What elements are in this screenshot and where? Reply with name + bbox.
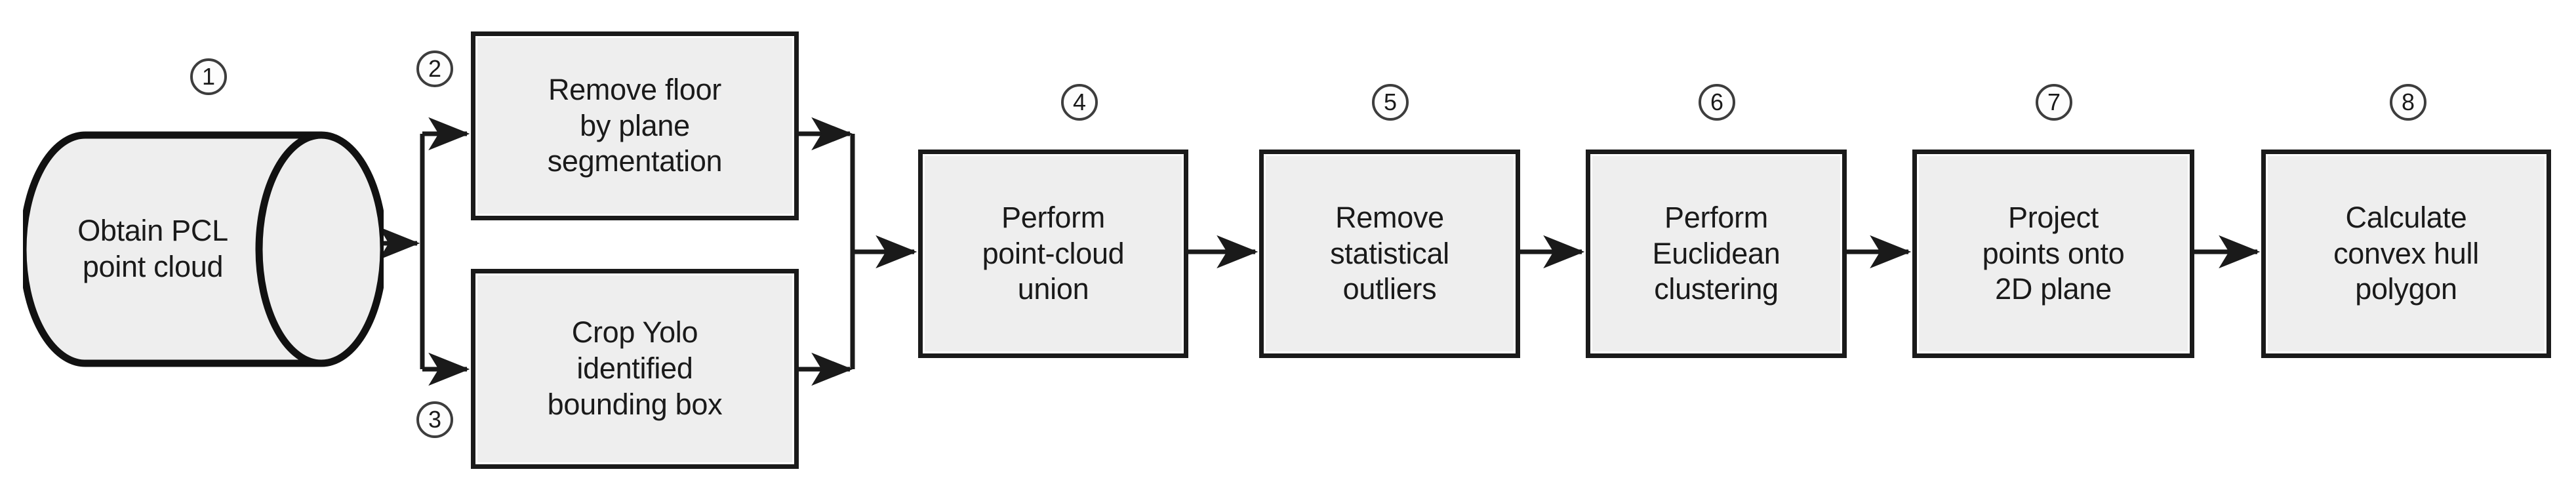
node-label: Obtain PCL point cloud bbox=[77, 214, 228, 283]
badge-number: 4 bbox=[1072, 89, 1087, 115]
badge-number: 6 bbox=[1710, 89, 1724, 115]
node-label: Project points onto 2D plane bbox=[1982, 200, 2125, 306]
node-perform-point-cloud-union[interactable]: Perform point-cloud union bbox=[918, 150, 1188, 358]
step-badge-3: 3 bbox=[416, 401, 453, 438]
node-label: Perform point-cloud union bbox=[982, 200, 1125, 306]
node-label: Remove statistical outliers bbox=[1330, 200, 1449, 306]
badge-number: 8 bbox=[2401, 89, 2415, 115]
step-badge-6: 6 bbox=[1699, 84, 1735, 121]
badge-number: 5 bbox=[1383, 89, 1398, 115]
node-calculate-convex-hull-polygon[interactable]: Calculate convex hull polygon bbox=[2261, 150, 2551, 358]
step-badge-5: 5 bbox=[1372, 84, 1409, 121]
node-label: Perform Euclidean clustering bbox=[1652, 200, 1781, 306]
node-label: Remove floor by plane segmentation bbox=[547, 72, 723, 178]
node-crop-yolo-identified-bounding-box[interactable]: Crop Yolo identified bounding box bbox=[471, 269, 799, 469]
node-obtain-pcl-point-cloud[interactable]: Obtain PCL point cloud bbox=[23, 131, 384, 367]
step-badge-4: 4 bbox=[1061, 84, 1098, 121]
node-remove-floor-by-plane-segmentation[interactable]: Remove floor by plane segmentation bbox=[471, 31, 799, 220]
step-badge-2: 2 bbox=[416, 50, 453, 87]
node-project-points-onto-2d-plane[interactable]: Project points onto 2D plane bbox=[1912, 150, 2194, 358]
node-remove-statistical-outliers[interactable]: Remove statistical outliers bbox=[1259, 150, 1520, 358]
step-badge-1: 1 bbox=[190, 58, 227, 95]
badge-number: 2 bbox=[428, 55, 442, 82]
node-perform-euclidean-clustering[interactable]: Perform Euclidean clustering bbox=[1586, 150, 1847, 358]
badge-number: 3 bbox=[428, 406, 442, 433]
badge-number: 7 bbox=[2047, 89, 2061, 115]
cylinder-shape bbox=[23, 131, 384, 367]
step-badge-7: 7 bbox=[2036, 84, 2072, 121]
node-label: Crop Yolo identified bounding box bbox=[547, 315, 723, 421]
node-label: Calculate convex hull polygon bbox=[2333, 200, 2479, 306]
badge-number: 1 bbox=[201, 63, 216, 90]
step-badge-8: 8 bbox=[2390, 84, 2426, 121]
